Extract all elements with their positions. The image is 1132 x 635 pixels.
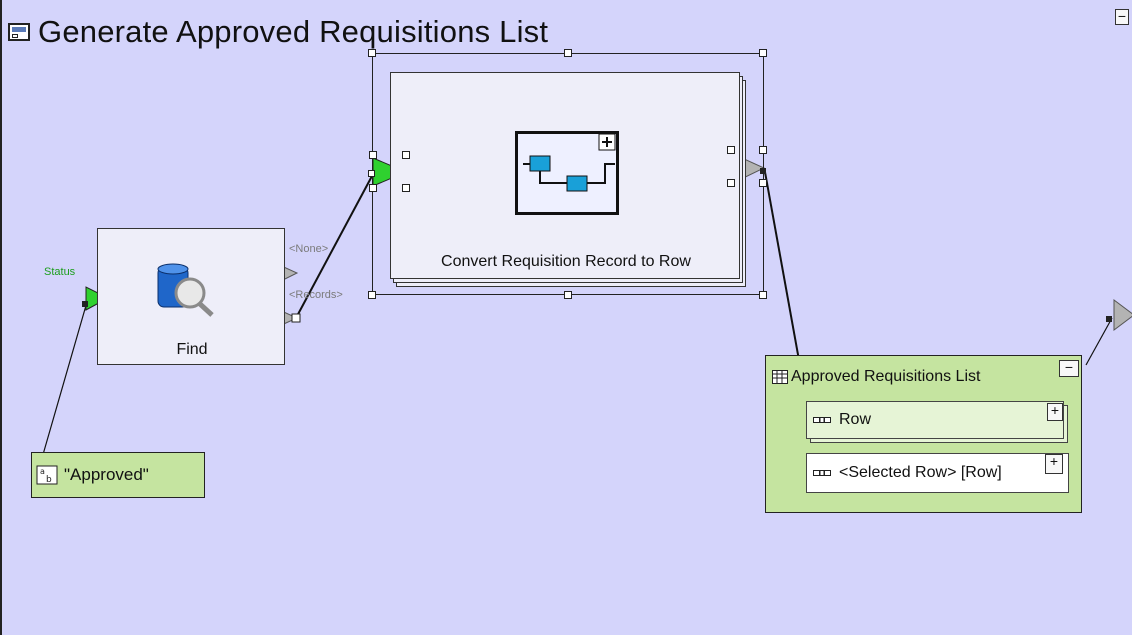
resize-handle[interactable] [759, 291, 767, 299]
selection-frame [372, 53, 764, 295]
list-title: Approved Requisitions List [791, 368, 981, 385]
port-handle[interactable] [759, 146, 767, 154]
connector-handle [291, 313, 301, 323]
port-handle[interactable] [369, 151, 377, 159]
connector-list-to-output [1085, 317, 1113, 366]
connector-endpoint [82, 301, 88, 307]
convert-node[interactable]: Convert Requisition Record to Row [390, 72, 740, 279]
constant-text-icon: a b [36, 465, 58, 485]
port-handle[interactable] [759, 179, 767, 187]
port-handle[interactable] [369, 184, 377, 192]
records-port-label: <Records> [289, 289, 343, 301]
field-icon [813, 470, 831, 476]
approved-constant-label: "Approved" [64, 465, 149, 484]
list-header: Approved Requisitions List [772, 368, 980, 386]
connector-endpoint [1106, 316, 1112, 322]
port-handle[interactable] [727, 179, 735, 187]
row-label: Row [839, 411, 872, 428]
list-collapse-button[interactable]: − [1059, 360, 1079, 377]
resize-handle[interactable] [564, 49, 572, 57]
canvas-title-row: Generate Approved Requisitions List [8, 14, 548, 50]
resize-handle[interactable] [759, 49, 767, 57]
svg-text:b: b [46, 475, 52, 485]
find-node-label: Find [176, 341, 208, 358]
port-handle[interactable] [368, 170, 375, 177]
selected-row-label: <Selected Row> [Row] [839, 464, 1002, 481]
list-output-port-icon [1113, 299, 1132, 331]
row-item[interactable]: Row [806, 401, 1064, 439]
svg-text:a: a [40, 467, 45, 476]
resize-handle[interactable] [564, 291, 572, 299]
row-expand-button[interactable]: + [1047, 403, 1063, 421]
resize-handle[interactable] [368, 291, 376, 299]
convert-node-label: Convert Requisition Record to Row [441, 253, 691, 270]
canvas-collapse-button[interactable]: − [1115, 9, 1129, 25]
field-icon [813, 417, 831, 423]
database-search-icon [157, 263, 214, 317]
connector-records-to-convert [295, 175, 373, 319]
none-port-label: <None> [289, 243, 329, 255]
status-port-label: Status [44, 266, 76, 278]
approved-constant-node[interactable]: a b "Approved" [31, 452, 205, 498]
port-handle[interactable] [402, 151, 410, 159]
port-handle[interactable] [402, 184, 410, 192]
canvas-title: Generate Approved Requisitions List [38, 14, 549, 49]
table-icon [772, 370, 788, 384]
subflow-icon [515, 131, 619, 215]
selected-row-expand-button[interactable]: + [1045, 454, 1063, 474]
approved-requisitions-list-node[interactable]: Approved Requisitions List − Row + <Sele… [765, 355, 1082, 513]
resize-handle[interactable] [368, 49, 376, 57]
selected-row-item[interactable]: <Selected Row> [Row] [806, 453, 1069, 493]
connector-approved-to-status [39, 301, 88, 466]
form-icon [8, 23, 30, 41]
find-node[interactable]: Find [97, 228, 285, 365]
port-handle[interactable] [727, 146, 735, 154]
